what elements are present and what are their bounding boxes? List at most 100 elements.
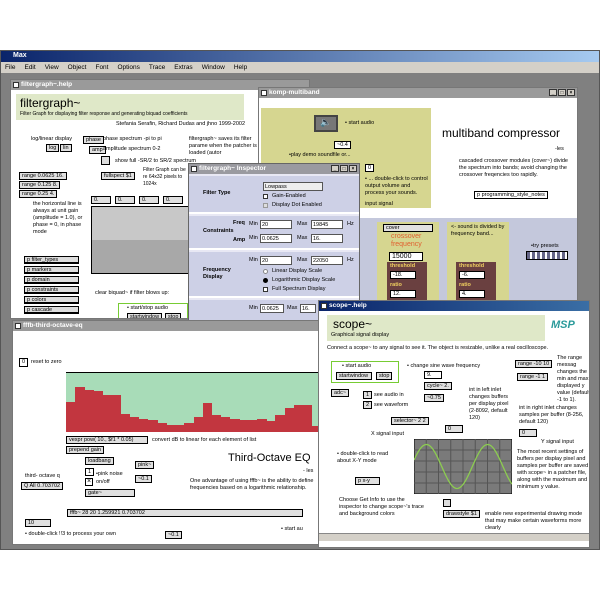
menu-object[interactable]: Object bbox=[67, 64, 87, 71]
subpatch-colors[interactable]: p colors bbox=[24, 296, 79, 304]
eq-multislider[interactable] bbox=[66, 372, 319, 432]
gain-box[interactable]: ~0.4 bbox=[334, 141, 351, 149]
range-message[interactable]: range -10 10 bbox=[515, 360, 553, 368]
number-box[interactable]: 0. bbox=[115, 196, 135, 204]
minimize-button[interactable]: _ bbox=[549, 89, 557, 96]
window-title-bar[interactable]: fffb-third-octave-eq bbox=[13, 321, 319, 331]
message-2[interactable]: 2 bbox=[363, 401, 373, 409]
amp-display-min-field[interactable]: 0.0625 bbox=[260, 304, 284, 313]
threshold-number[interactable]: -18. bbox=[390, 271, 416, 279]
subpatch-notes[interactable]: p programming_style_notes bbox=[474, 191, 548, 199]
subpatch-filter_types[interactable]: p filter_types bbox=[24, 256, 79, 264]
frequency-number[interactable]: 9. bbox=[424, 371, 442, 379]
filter-graph[interactable] bbox=[91, 206, 196, 274]
ratio-number[interactable]: 4. bbox=[459, 290, 485, 298]
gain-object[interactable]: ~0.1 bbox=[165, 531, 182, 539]
loadbang-object[interactable]: loadbang bbox=[85, 457, 114, 465]
speaker-icon[interactable]: 🔈 bbox=[314, 115, 338, 132]
cycle-object[interactable]: cycle~ 2. bbox=[424, 382, 452, 390]
drawstyle-toggle[interactable] bbox=[443, 499, 451, 507]
range-message[interactable]: range 0.25 4. bbox=[19, 190, 58, 198]
gain-object[interactable]: ~0.1 bbox=[135, 475, 152, 483]
q-message[interactable]: Q All 0.703702 bbox=[21, 482, 63, 490]
subpatch-markers[interactable]: p markers bbox=[24, 266, 79, 274]
freq-min-field[interactable]: 20 bbox=[260, 220, 292, 229]
log-message[interactable]: log bbox=[46, 144, 60, 152]
stop-message[interactable]: stop bbox=[165, 313, 182, 318]
full-spectrum-checkbox[interactable] bbox=[263, 287, 268, 292]
subpatch-cascade[interactable]: p cascade bbox=[24, 306, 79, 314]
drawstyle-message[interactable]: drawstyle $1 bbox=[443, 510, 480, 518]
display-dot-checkbox[interactable] bbox=[263, 203, 268, 208]
number-box[interactable]: 0. bbox=[163, 196, 183, 204]
message-1[interactable]: 1 bbox=[363, 391, 373, 399]
message-box[interactable]: 1 bbox=[85, 468, 95, 476]
menu-extras[interactable]: Extras bbox=[174, 64, 193, 71]
close-button[interactable]: × bbox=[567, 89, 575, 96]
selector-object[interactable]: selector~ 2 2 bbox=[391, 417, 429, 425]
menu-options[interactable]: Options bbox=[117, 64, 140, 71]
startwindow-message[interactable]: startwindow bbox=[127, 313, 163, 318]
cover-object[interactable]: cover bbox=[383, 224, 433, 232]
linear-radio[interactable] bbox=[263, 269, 268, 274]
gate-object[interactable]: gate~ bbox=[85, 489, 135, 497]
menu-font[interactable]: Font bbox=[95, 64, 109, 71]
amp-message[interactable]: amp bbox=[89, 146, 106, 154]
onoff-toggle[interactable]: × bbox=[85, 478, 93, 486]
adc-object[interactable]: adc~ bbox=[331, 389, 350, 397]
prepend-object[interactable]: prepend gain bbox=[66, 446, 105, 454]
number-box[interactable]: 0 bbox=[445, 425, 463, 433]
maximize-button[interactable]: □ bbox=[558, 89, 566, 96]
stop-message[interactable]: stop bbox=[376, 372, 393, 380]
maximize-button[interactable]: □ bbox=[340, 165, 348, 172]
threshold-number[interactable]: -6. bbox=[459, 271, 485, 279]
window-title-bar[interactable]: scope~.help bbox=[319, 301, 589, 311]
number-box[interactable]: 0 bbox=[19, 358, 29, 367]
subpatch-domain[interactable]: p domain bbox=[24, 276, 79, 284]
pink-object[interactable]: pink~ bbox=[135, 461, 155, 469]
toggle[interactable] bbox=[101, 156, 110, 165]
number-box[interactable]: 0 bbox=[519, 429, 537, 437]
subpatch-box[interactable]: 10 bbox=[25, 519, 51, 527]
range-message[interactable]: range 0.125 8. bbox=[19, 181, 61, 189]
subpatch-constraints[interactable]: p constraints bbox=[24, 286, 79, 294]
scope-display[interactable] bbox=[414, 439, 512, 494]
close-button[interactable]: × bbox=[349, 165, 357, 172]
menu-help[interactable]: Help bbox=[233, 64, 248, 71]
range-message[interactable]: range 0.0625 16. bbox=[19, 172, 67, 180]
freq-max-field[interactable]: 19845 bbox=[311, 220, 343, 229]
number-box[interactable]: 0. bbox=[139, 196, 159, 204]
menu-edit[interactable]: Edit bbox=[24, 64, 36, 71]
fffb-object[interactable]: fffb~ 28 20 1.259921 0.703702 bbox=[67, 509, 303, 517]
gain-enabled-checkbox[interactable] bbox=[263, 194, 268, 199]
range-message[interactable]: range -1 1 bbox=[517, 373, 549, 381]
number-box[interactable]: 0. bbox=[91, 196, 111, 204]
xy-subpatch[interactable]: p x-y bbox=[355, 477, 380, 485]
display-max-field[interactable]: 22050 bbox=[311, 256, 343, 265]
menu-window[interactable]: Window bbox=[201, 64, 225, 71]
amp-display-max-field[interactable]: 16. bbox=[300, 304, 316, 313]
log-radio[interactable] bbox=[263, 278, 268, 283]
window-title-bar[interactable]: filtergraph~ Inspector _□× bbox=[189, 164, 359, 174]
horizontal-scrollbar[interactable] bbox=[319, 533, 589, 541]
preset-object[interactable] bbox=[526, 251, 568, 260]
window-title-bar[interactable]: komp-multiband _□× bbox=[259, 88, 577, 98]
filter-type-select[interactable]: Lowpass bbox=[263, 182, 323, 191]
fullspect-message[interactable]: fullspect $1 bbox=[101, 172, 135, 180]
lin-message[interactable]: lin bbox=[60, 144, 72, 152]
vexpr-object[interactable]: vexpr pow( 10., $f1 * 0.05) bbox=[66, 436, 148, 444]
display-min-field[interactable]: 20 bbox=[260, 256, 292, 265]
ratio-number[interactable]: 12. bbox=[390, 290, 416, 298]
number-box[interactable]: 0 bbox=[365, 164, 375, 172]
crossover-frequency-box[interactable]: 15000 bbox=[389, 252, 423, 261]
amp-max-field[interactable]: 16. bbox=[311, 234, 343, 243]
menu-file[interactable]: File bbox=[5, 64, 16, 71]
startwindow-message[interactable]: startwindow bbox=[336, 372, 372, 380]
amp-min-field[interactable]: 0.0625 bbox=[260, 234, 292, 243]
menu-view[interactable]: View bbox=[44, 64, 59, 71]
phase-message[interactable]: phase bbox=[83, 136, 104, 144]
gain-object[interactable]: ~0.75 bbox=[424, 394, 444, 402]
window-title-bar[interactable]: filtergraph~.help bbox=[11, 80, 309, 90]
menu-trace[interactable]: Trace bbox=[148, 64, 166, 71]
minimize-button[interactable]: _ bbox=[331, 165, 339, 172]
